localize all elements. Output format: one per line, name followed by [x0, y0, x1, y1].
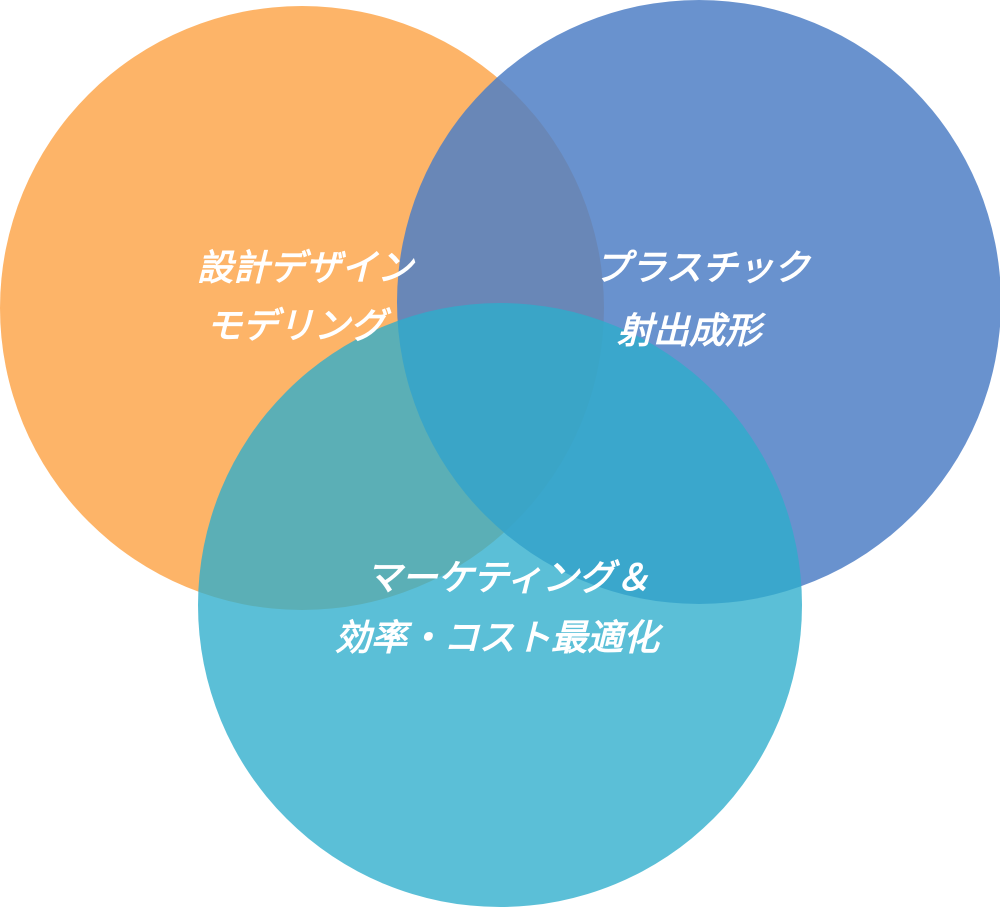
label-plastic: プラスチック 射出成形 — [594, 248, 811, 352]
label-plastic-line-1: プラスチック — [594, 248, 811, 289]
label-marketing-line-2: 効率・コスト最適化 — [335, 618, 664, 659]
label-design-line-1: 設計デザイン — [197, 248, 416, 289]
label-marketing-line-1: マーケティング＆ — [365, 558, 650, 599]
circle-marketing — [198, 303, 802, 907]
label-plastic-line-2: 射出成形 — [617, 311, 767, 352]
label-design: 設計デザイン モデリング — [197, 248, 416, 347]
label-design-line-2: モデリング — [206, 306, 392, 347]
label-marketing: マーケティング＆ 効率・コスト最適化 — [335, 558, 664, 659]
